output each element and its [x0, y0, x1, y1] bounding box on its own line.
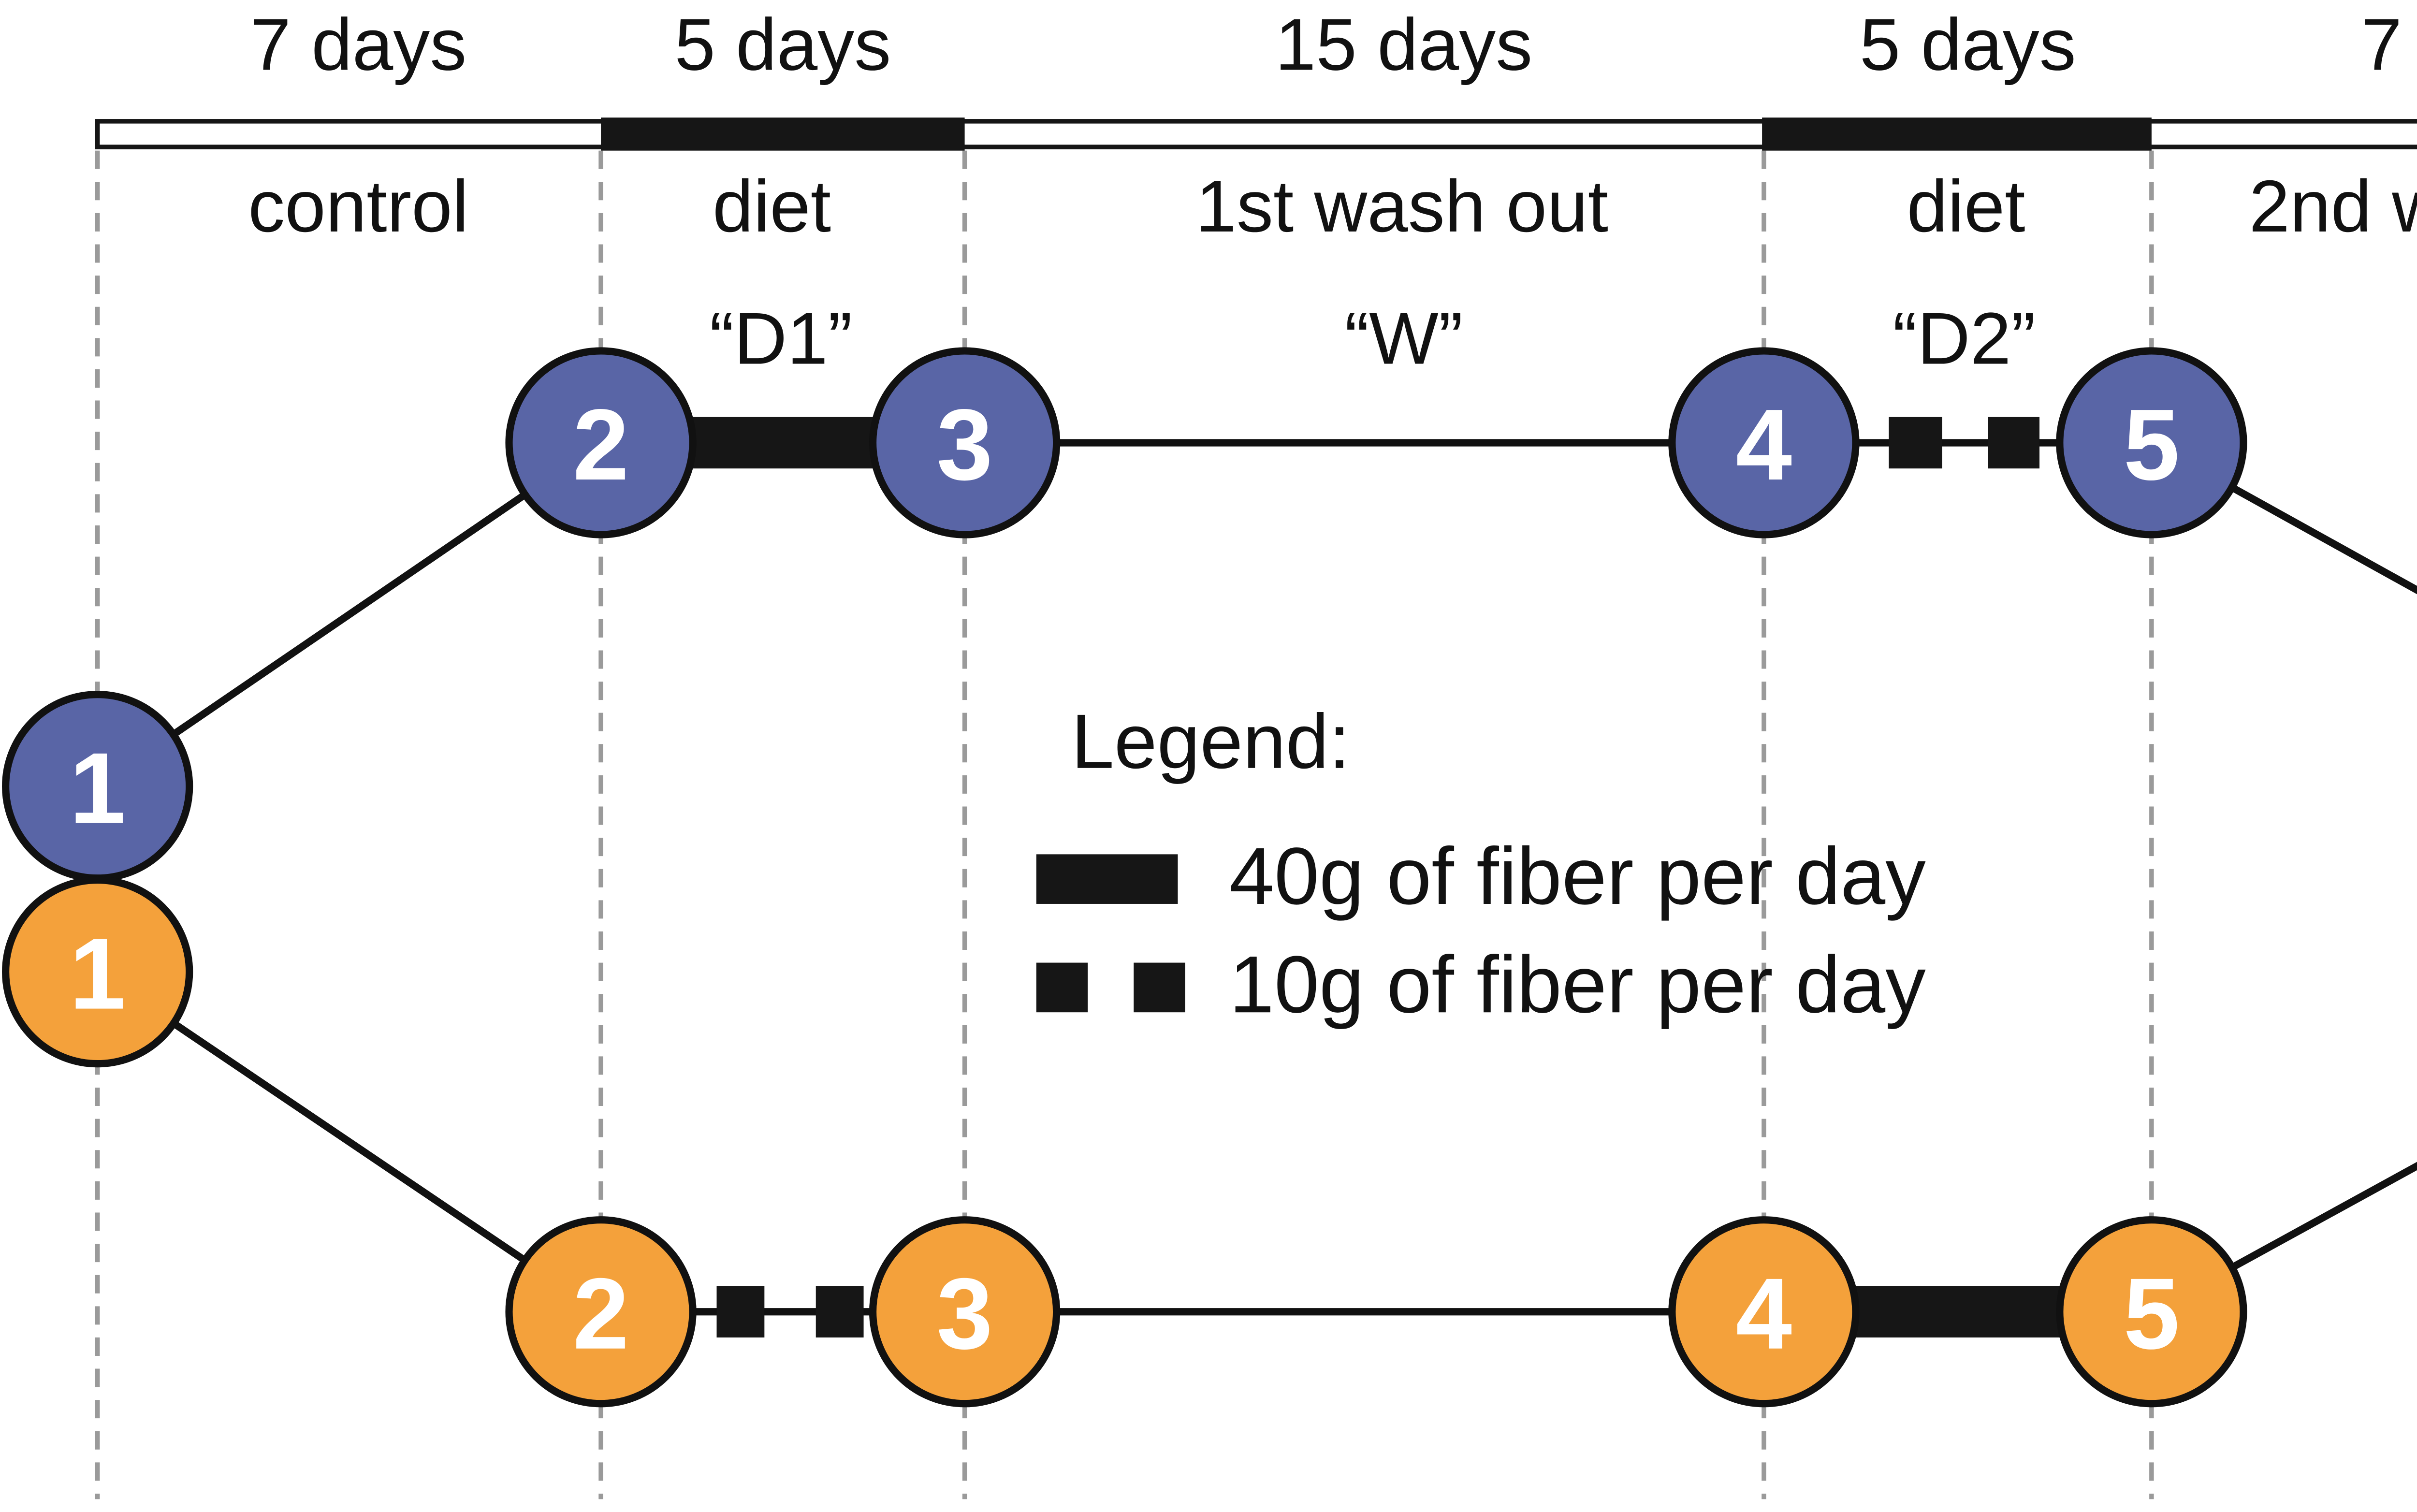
node-top-4: [1668, 347, 1860, 538]
legend-swatch-10g-square: [1036, 962, 1088, 1013]
phase-code-label: “W”: [1345, 298, 1463, 380]
node-top-5-label: 5: [2124, 389, 2180, 501]
phase-name-label: diet: [1907, 165, 2025, 247]
arm-top-connectors: [95, 417, 2417, 789]
node-bottom-1: [2, 876, 193, 1068]
node-bottom-5-label: 5: [2124, 1258, 2180, 1370]
node-top-5: [2056, 347, 2247, 538]
node-bottom-2: [505, 1216, 697, 1408]
node-bottom-5: [2056, 1216, 2247, 1408]
phase-name-label: diet: [713, 165, 831, 247]
duration-labels: 7 days 5 days 15 days 5 days 7 days: [250, 3, 2417, 86]
connector-line: [95, 439, 603, 789]
connector-10g-square: [1988, 417, 2040, 469]
phase-duration-label: 15 days: [1275, 3, 1532, 86]
connector-line: [95, 969, 603, 1315]
legend: Legend: 40g of fiber per day 10g of fibe…: [1036, 698, 1926, 1030]
node-bottom-4: [1668, 1216, 1860, 1408]
connector-40g-bar: [1848, 1286, 2068, 1338]
phase-name-label: 2nd wash out: [2249, 165, 2417, 247]
phase-code-labels: “D1” “W” “D2”: [710, 298, 2036, 380]
connector-line: [2150, 439, 2417, 595]
node-top-2-label: 2: [573, 389, 629, 501]
phase-code-label: “D2”: [1893, 298, 2036, 380]
node-bottom-3-label: 3: [936, 1258, 992, 1370]
node-top-2: [505, 347, 697, 538]
node-bottom-3: [869, 1216, 1061, 1408]
node-bottom-4-label: 4: [1736, 1258, 1792, 1370]
diet1-period-fill: [601, 117, 965, 151]
phase-duration-label: 7 days: [250, 3, 466, 86]
node-top-1-label: 1: [70, 732, 126, 845]
connector-40g-bar: [687, 417, 882, 469]
connector-10g-square: [716, 1286, 765, 1338]
phase-duration-label: 7 days: [2361, 3, 2417, 86]
phase-duration-label: 5 days: [1860, 3, 2076, 86]
phase-duration-label: 5 days: [674, 3, 891, 86]
connector-10g-square: [1889, 417, 1942, 469]
phase-name-labels: control diet 1st wash out diet 2nd wash …: [248, 165, 2417, 247]
legend-swatch-10g-square: [1134, 962, 1185, 1013]
connector-line: [2150, 1162, 2417, 1315]
legend-title: Legend:: [1071, 698, 1350, 785]
timeline: [95, 117, 2417, 151]
connector-10g-square: [815, 1286, 864, 1338]
legend-swatch-40g-bar: [1036, 854, 1178, 904]
arm-bottom-nodes: 1 2 3 4 5 6: [2, 876, 2247, 1408]
node-top-4-label: 4: [1736, 389, 1792, 501]
legend-item-40g-label: 40g of fiber per day: [1229, 831, 1926, 921]
legend-item-10g-label: 10g of fiber per day: [1229, 940, 1926, 1030]
arm-top-nodes: 1 2 3 4 5 6: [2, 347, 2247, 882]
phase-code-label: “D1”: [710, 298, 853, 380]
diet2-period-fill: [1762, 117, 2152, 151]
node-bottom-1-label: 1: [70, 918, 126, 1031]
node-top-3: [869, 347, 1061, 538]
phase-name-label: control: [248, 165, 468, 247]
phase-name-label: 1st wash out: [1195, 165, 1608, 247]
node-top-3-label: 3: [936, 389, 992, 501]
node-bottom-2-label: 2: [573, 1258, 629, 1370]
